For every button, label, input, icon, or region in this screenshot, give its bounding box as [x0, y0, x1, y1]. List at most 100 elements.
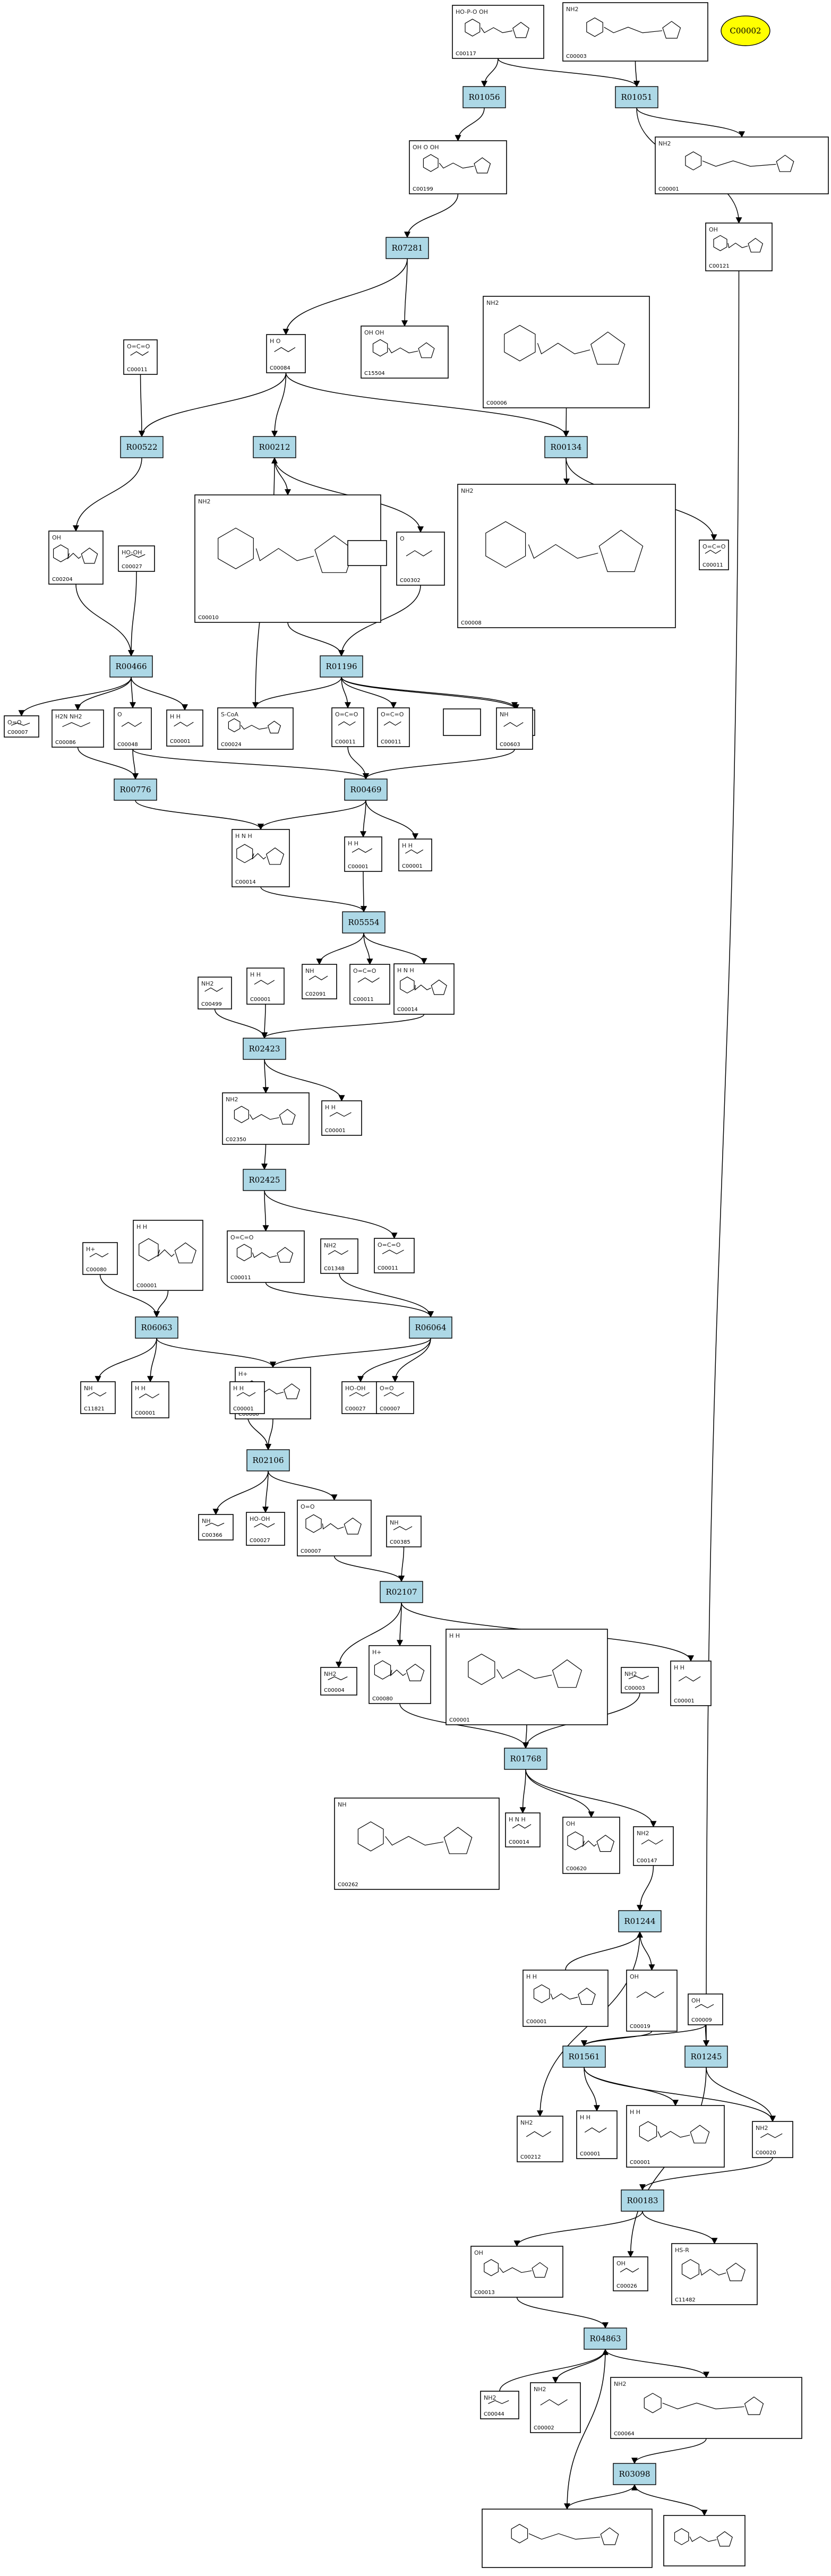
reaction-node[interactable]: R07281 [385, 237, 429, 259]
reaction-edge [525, 1769, 595, 1818]
chain-bond [357, 977, 380, 983]
reaction-node[interactable]: R01196 [320, 655, 363, 678]
reaction-node[interactable]: R02425 [243, 1169, 286, 1191]
compound-node[interactable]: H+C00080 [369, 1645, 431, 1704]
reaction-node[interactable]: R00466 [109, 655, 153, 678]
compound-node[interactable]: H+C00080 [82, 1242, 118, 1275]
reaction-node[interactable]: R05554 [342, 911, 385, 934]
reaction-node[interactable]: R04863 [584, 2327, 627, 2350]
compound-node[interactable] [663, 2515, 746, 2566]
reaction-node[interactable]: R00776 [114, 778, 157, 801]
reaction-node[interactable]: R01245 [684, 2046, 728, 2068]
reaction-node[interactable]: R00134 [544, 436, 588, 458]
reaction-node[interactable]: R00522 [120, 436, 164, 458]
reaction-node[interactable]: R00469 [344, 778, 388, 801]
reaction-node[interactable]: R01051 [615, 86, 658, 108]
reaction-node[interactable]: R00212 [253, 436, 296, 458]
highlight-compound[interactable]: C00002 [721, 15, 770, 46]
reaction-node[interactable]: R01561 [562, 2046, 606, 2068]
reaction-node[interactable]: R01244 [618, 1910, 662, 1932]
reaction-node[interactable]: R02106 [246, 1449, 290, 1471]
compound-id: C00007 [7, 730, 28, 735]
reaction-edge [261, 1014, 425, 1039]
reaction-node[interactable]: R01768 [504, 1748, 547, 1770]
reaction-node[interactable]: R01056 [462, 86, 506, 108]
reaction-node[interactable]: R02107 [380, 1581, 423, 1603]
compound-formula: NH [84, 1385, 93, 1392]
reaction-node[interactable]: R06064 [409, 1316, 452, 1339]
reaction-node[interactable]: R00183 [621, 2189, 664, 2212]
compound-node[interactable] [482, 2509, 653, 2568]
reaction-node[interactable]: R02423 [243, 1038, 286, 1060]
reaction-node[interactable]: R03098 [613, 2463, 656, 2485]
reaction-node[interactable]: R06063 [135, 1316, 178, 1339]
